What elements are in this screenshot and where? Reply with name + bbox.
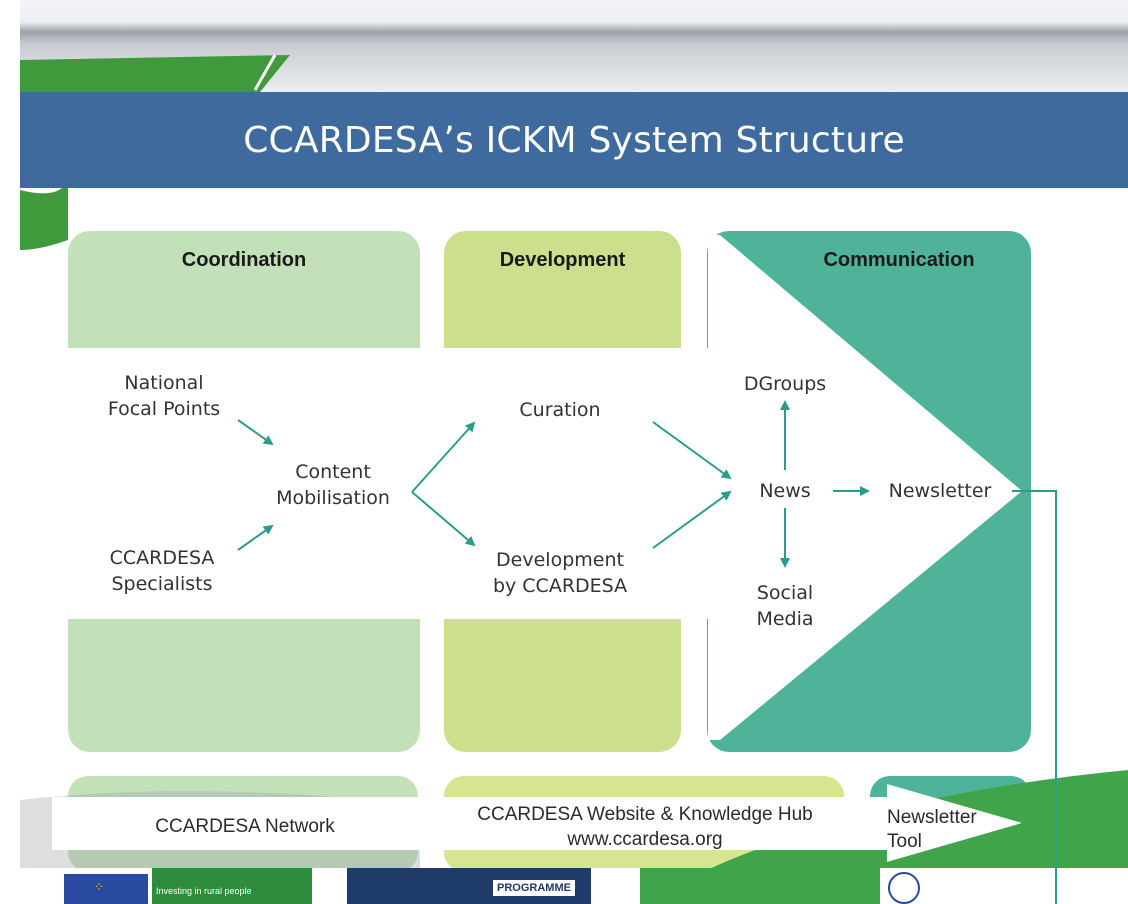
connector-newsletter-to-tool: [1012, 490, 1057, 904]
content-mobilisation-line1: Content: [295, 461, 371, 483]
curation-node: Curation: [490, 397, 630, 423]
ccardesa-logo: [640, 868, 880, 904]
arrow-focal-to-mobilisation: [237, 419, 274, 446]
development-by-ccardesa-node: Development by CCARDESA: [470, 547, 650, 599]
ccardesa-specialists-line2: Specialists: [111, 573, 213, 595]
newsletter-node: Newsletter: [875, 478, 1005, 504]
ccardesa-network-label: CCARDESA Network: [155, 816, 335, 837]
newsletter-tool-line2: Tool: [887, 831, 922, 852]
corner-leaf-decor: [20, 54, 290, 250]
development-by-ccardesa-line1: Development: [496, 549, 624, 571]
national-focal-points-line1: National: [124, 372, 204, 394]
ifad-logo: Investing in rural people: [152, 868, 312, 904]
curation-label: Curation: [519, 399, 601, 421]
website-url: www.ccardesa.org: [567, 829, 723, 850]
eu-flag-logo: ⁘: [64, 874, 148, 904]
ccardesa-specialists-node: CCARDESA Specialists: [92, 545, 232, 597]
news-node: News: [745, 478, 825, 504]
development-heading: Development: [499, 249, 626, 271]
social-media-line1: Social: [756, 582, 814, 604]
ccardesa-specialists-line1: CCARDESA: [109, 547, 215, 569]
social-media-node: Social Media: [730, 580, 840, 632]
arrow-mobilisation-to-development: [411, 491, 476, 547]
dgroups-node: DGroups: [725, 371, 845, 397]
slide-title: CCARDESA’s ICKM System Structure: [243, 119, 905, 161]
development-by-ccardesa-line2: by CCARDESA: [492, 575, 628, 597]
partner-seal-icon: [888, 872, 920, 904]
newsletter-tool-line1: Newsletter: [887, 807, 977, 828]
national-focal-points-node: National Focal Points: [94, 370, 234, 422]
dgroups-label: DGroups: [743, 373, 827, 395]
title-bar: CCARDESA’s ICKM System Structure: [20, 92, 1128, 188]
arrow-development-to-news: [652, 490, 732, 549]
ifad-tagline: Investing in rural people: [156, 886, 252, 896]
arrow-curation-to-news: [652, 421, 732, 480]
arrow-mobilisation-to-curation: [411, 421, 476, 493]
news-label: News: [759, 480, 811, 502]
website-hub-line1: CCARDESA Website & Knowledge Hub: [477, 804, 813, 825]
footer-logos: ⁘ Investing in rural people PROGRAMME: [20, 868, 1128, 904]
communication-heading: Communication: [823, 249, 975, 271]
content-mobilisation-line2: Mobilisation: [276, 487, 390, 509]
content-mobilisation-node: Content Mobilisation: [258, 459, 408, 511]
programme-label: PROGRAMME: [493, 880, 575, 896]
arrow-specialists-to-mobilisation: [237, 524, 274, 551]
coordination-heading: Coordination: [181, 249, 307, 271]
newsletter-label: Newsletter: [888, 480, 992, 502]
social-media-line2: Media: [756, 608, 814, 630]
national-focal-points-line2: Focal Points: [107, 398, 221, 420]
programme-logo: PROGRAMME: [347, 868, 591, 904]
